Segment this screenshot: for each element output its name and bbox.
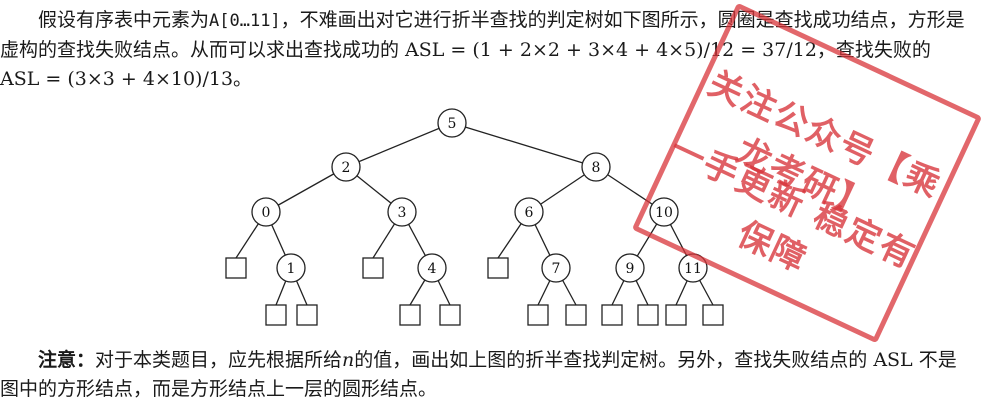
node-label: 6 <box>525 205 534 221</box>
node-label: 7 <box>552 261 561 277</box>
success-node <box>276 253 306 283</box>
tree-edge <box>265 166 347 213</box>
failure-node <box>265 304 287 326</box>
paragraph-text-2: ，不难画出对它进行折半查找的判定树如下图所示，圆圈是查找成功结点，方形是虚构的查… <box>0 9 965 90</box>
node-label: 8 <box>592 160 601 176</box>
note-text-1: 对于本类题目，应先根据所给 <box>95 349 343 371</box>
success-node <box>331 152 361 182</box>
note-text-2: 的值，画出如上图的折半查找判定树。另外，查找失败结点的 ASL 不是图中的方形结… <box>0 349 957 400</box>
node-label: 5 <box>448 116 457 132</box>
success-node <box>649 197 679 227</box>
node-label: 3 <box>398 205 407 221</box>
failure-node <box>702 304 724 326</box>
node-label: 10 <box>655 205 673 221</box>
paragraph-note: 注意：对于本类题目，应先根据所给n的值，画出如上图的折半查找判定树。另外，查找失… <box>0 346 975 404</box>
paragraph-text-1: 假设有序表中元素为 <box>38 9 210 31</box>
success-node <box>541 253 571 283</box>
failure-node <box>439 304 461 326</box>
tree-edge <box>451 122 597 168</box>
failure-node <box>362 257 384 279</box>
node-label: 4 <box>428 261 437 277</box>
note-label: 注意： <box>38 349 96 371</box>
variable-n: n <box>342 349 355 371</box>
failure-node <box>225 257 247 279</box>
success-node <box>514 197 544 227</box>
array-notation: A[0…11] <box>209 11 281 31</box>
success-node <box>251 197 281 227</box>
failure-node <box>665 304 687 326</box>
tree-edge <box>345 122 453 168</box>
node-label: 2 <box>342 160 351 176</box>
failure-node <box>399 304 421 326</box>
node-label: 9 <box>626 261 635 277</box>
success-node <box>387 197 417 227</box>
success-node <box>678 253 708 283</box>
node-label: 11 <box>684 261 702 277</box>
success-node <box>581 152 611 182</box>
failure-node <box>296 304 318 326</box>
failure-node <box>487 257 509 279</box>
node-label: 0 <box>262 205 271 221</box>
failure-node <box>565 304 587 326</box>
success-node <box>417 253 447 283</box>
node-label: 1 <box>287 261 296 277</box>
failure-node <box>601 304 623 326</box>
success-node <box>437 108 467 138</box>
success-node <box>615 253 645 283</box>
failure-node <box>527 304 549 326</box>
failure-node <box>637 304 659 326</box>
paragraph-asl: 假设有序表中元素为A[0…11]，不难画出对它进行折半查找的判定树如下图所示，圆… <box>0 6 975 94</box>
